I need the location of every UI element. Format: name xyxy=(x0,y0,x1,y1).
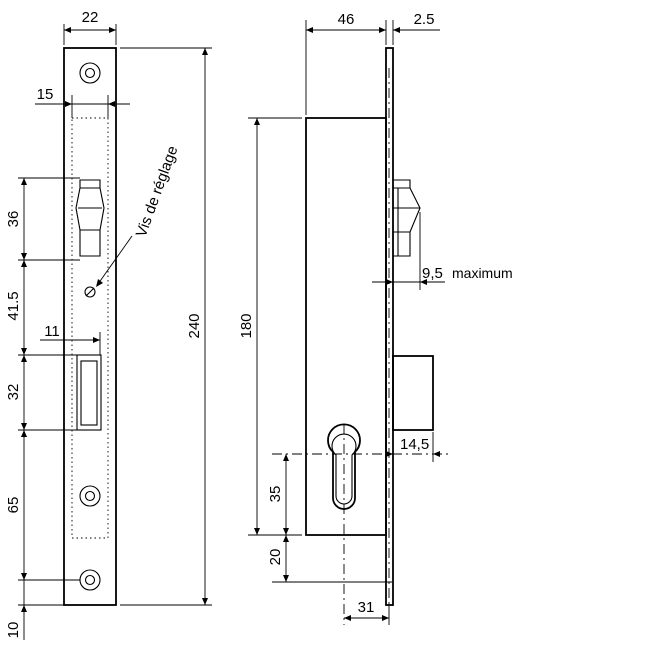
faceplate-outline xyxy=(63,47,117,606)
dim-35-label: 35 xyxy=(267,486,284,503)
dim-31-label: 31 xyxy=(358,599,375,616)
deadbolt-slot xyxy=(76,354,102,431)
dim-46: 46 xyxy=(305,11,387,115)
adjust-screw-callout: Vis de réglage xyxy=(96,144,181,287)
front-view: 22 15 240 36 41.5 32 65 10 xyxy=(5,9,212,640)
dim-240: 240 xyxy=(120,47,212,606)
dim-46-label: 46 xyxy=(338,11,355,28)
dim-14-5-label: 14,5 xyxy=(400,436,429,453)
dim-41-5-label: 41.5 xyxy=(5,291,22,320)
dim-9-5-note: maximum xyxy=(452,265,513,281)
dim-2-5: 2.5 xyxy=(392,11,440,45)
dim-11: 11 xyxy=(40,323,101,355)
dim-36-label: 36 xyxy=(5,211,22,228)
dim-2-5-label: 2.5 xyxy=(414,11,435,28)
dim-15: 15 xyxy=(35,86,130,118)
deadbolt-side xyxy=(392,355,434,431)
dim-32-label: 32 xyxy=(5,384,22,401)
dim-14-5: 14,5 xyxy=(386,432,440,462)
inner-body-outline xyxy=(71,117,109,539)
faceplate-side xyxy=(385,47,394,606)
dim-240-label: 240 xyxy=(186,313,203,338)
dim-65-label: 65 xyxy=(5,497,22,514)
dim-31: 31 xyxy=(344,599,390,625)
dim-35-20: 35 20 xyxy=(267,454,392,583)
dim-180: 180 xyxy=(238,117,302,536)
dim-11-label: 11 xyxy=(44,323,60,340)
dim-20-label: 20 xyxy=(267,549,284,566)
dim-15-label: 15 xyxy=(37,86,54,103)
dim-22: 22 xyxy=(63,9,117,45)
latch-side-icon xyxy=(393,179,421,257)
dim-22-label: 22 xyxy=(82,9,99,26)
cylinder-profile-icon xyxy=(327,423,361,510)
bottom-screw-icon xyxy=(79,569,101,591)
dim-9-5-label: 9,5 xyxy=(422,265,443,282)
side-view: 46 2.5 180 9,5 maximum xyxy=(238,11,513,625)
top-screw-icon xyxy=(79,62,101,84)
latch-front-icon xyxy=(75,179,105,257)
dim-9-5: 9,5 maximum xyxy=(372,212,513,290)
dim-10-label: 10 xyxy=(5,622,22,639)
dim-180-label: 180 xyxy=(238,313,255,338)
adjust-screw-label: Vis de réglage xyxy=(133,144,182,240)
adjusting-screw-icon xyxy=(84,286,96,298)
middle-screw-icon xyxy=(79,485,101,507)
lock-body-outline xyxy=(305,117,387,536)
